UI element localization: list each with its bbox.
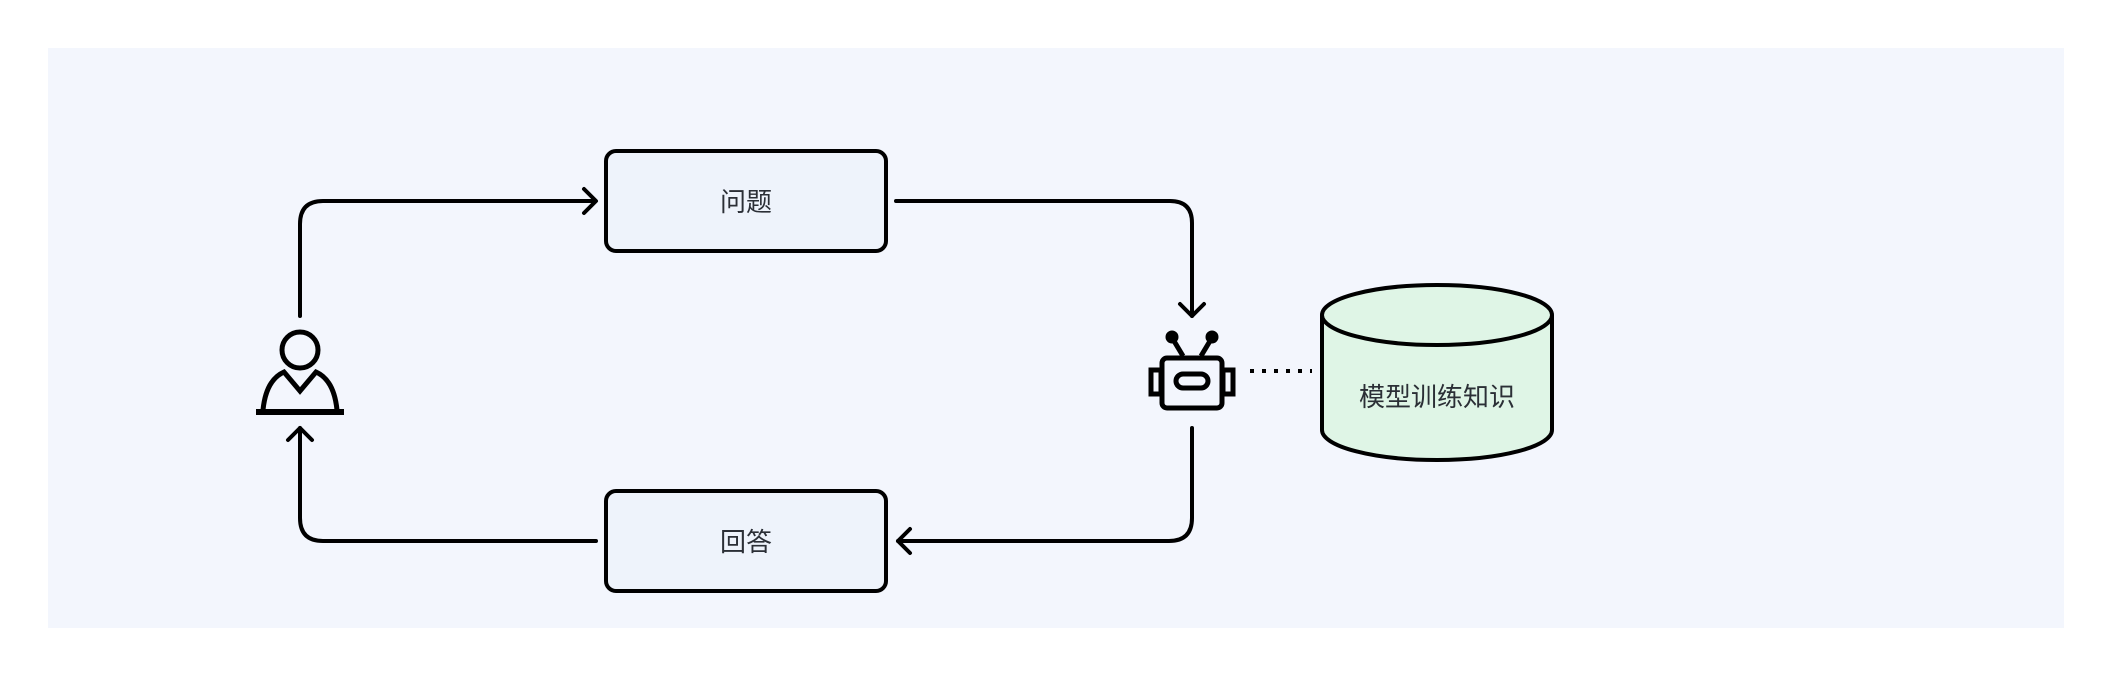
database-top [1320, 283, 1554, 347]
answer-label: 回答 [720, 528, 772, 558]
edge-answer-to-user [298, 426, 598, 543]
answer-box [604, 489, 888, 593]
knowledge-label: 模型训练知识 [1359, 383, 1515, 413]
question-label: 问题 [720, 188, 772, 218]
edge-robot-to-answer [896, 426, 1194, 543]
database-icon [1320, 315, 1554, 462]
question-node[interactable]: 问题 [604, 149, 888, 253]
arrowhead-answer [896, 527, 912, 555]
arrowhead-robot [1178, 302, 1206, 318]
edge-question-to-robot [894, 199, 1194, 318]
answer-node[interactable]: 回答 [604, 489, 888, 593]
user-icon[interactable] [256, 329, 344, 415]
arrowhead-question [582, 187, 598, 215]
robot-icon[interactable] [1148, 330, 1236, 411]
diagram-panel [48, 48, 2064, 628]
edge-user-to-question [298, 199, 596, 318]
arrowhead-user [286, 426, 314, 442]
question-box [604, 149, 888, 253]
knowledge-node[interactable]: 模型训练知识 [1320, 283, 1554, 462]
